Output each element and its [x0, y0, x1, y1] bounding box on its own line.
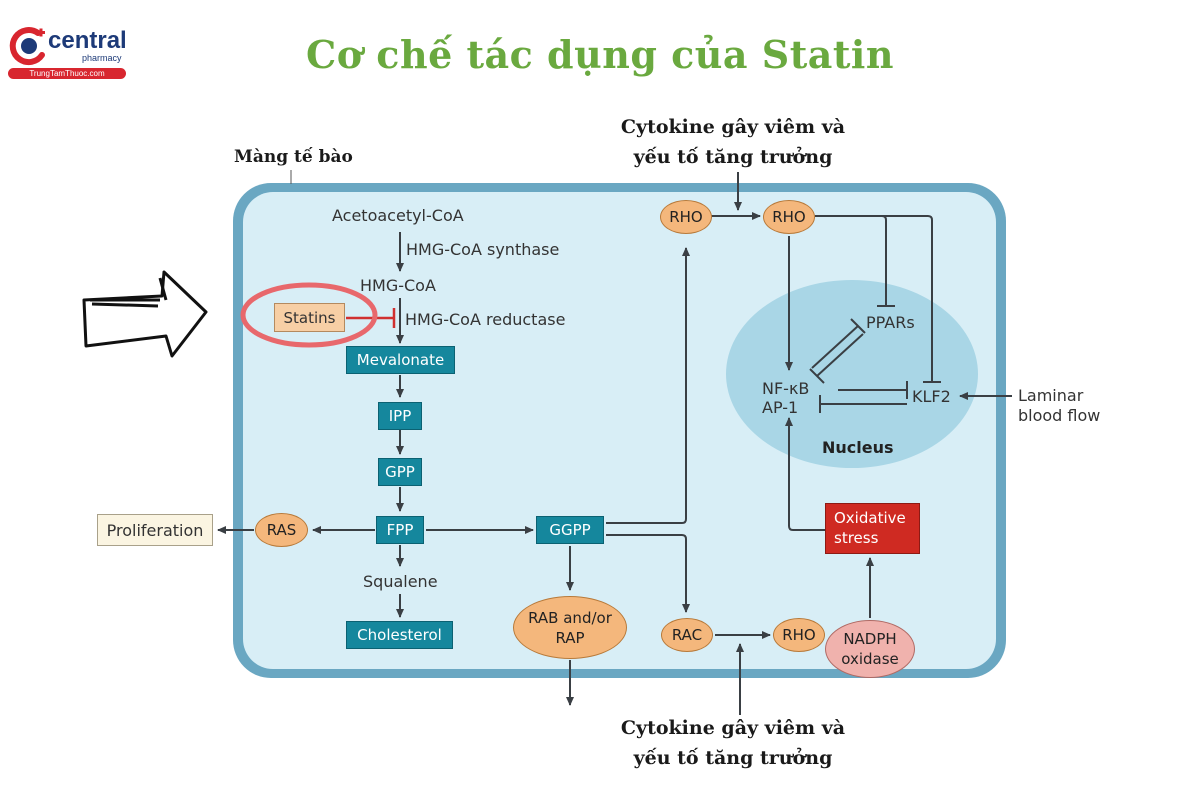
cytokine-bottom-label: Cytokine gây viêm và yếu tố tăng trưởng: [608, 713, 858, 773]
laminar-line2: blood flow: [1018, 406, 1101, 425]
arrow-ggpp-rho: [606, 247, 690, 524]
logo-url: TrungTamThuoc.com: [8, 68, 126, 79]
rac-oval: RAC: [661, 618, 713, 652]
rab-rap-oval: RAB and/or RAP: [513, 596, 627, 659]
inhibit-nfkb-ppars: [811, 325, 859, 369]
statins-highlight-circle: [240, 282, 378, 348]
ap1-label: AP-1: [762, 398, 799, 417]
membrane-label: Màng tế bào: [234, 147, 353, 167]
gpp-box: GPP: [378, 458, 422, 486]
ras-oval: RAS: [255, 513, 308, 547]
acetoacetyl-coa-label: Acetoacetyl-CoA: [332, 206, 464, 225]
ggpp-box: GGPP: [536, 516, 604, 544]
laminar-line1: Laminar: [1018, 386, 1084, 405]
nfkb-label: NF-κB: [762, 379, 810, 398]
inhibit-ppars-nfkb: [816, 333, 864, 377]
hand-drawn-arrow-icon: [82, 270, 208, 358]
cholesterol-box: Cholesterol: [346, 621, 453, 649]
nadph-label: NADPH: [843, 630, 897, 648]
stress-label: stress: [834, 529, 879, 547]
hmgcoa-synthase-label: HMG-CoA synthase: [406, 240, 560, 259]
proliferation-box: Proliferation: [97, 514, 213, 546]
cytokine-top-line2: yếu tố tăng trưởng: [633, 146, 833, 168]
cytokine-top-line1: Cytokine gây viêm và: [620, 116, 846, 138]
rab-label: RAB and/or: [528, 608, 612, 627]
cytokine-top-label: Cytokine gây viêm và yếu tố tăng trưởng: [608, 112, 858, 172]
cytokine-bottom-line1: Cytokine gây viêm và: [620, 717, 846, 739]
ipp-box: IPP: [378, 402, 422, 430]
inhibit-bar-ppars-2: [850, 318, 866, 334]
rho-oval-top-right: RHO: [763, 200, 815, 234]
hmgcoa-label: HMG-CoA: [360, 276, 436, 295]
rho-oval-top-left: RHO: [660, 200, 712, 234]
laminar-flow-label: Laminar blood flow: [1018, 386, 1100, 426]
oxidase-label: oxidase: [841, 650, 899, 668]
cytokine-bottom-line2: yếu tố tăng trưởng: [633, 747, 833, 769]
inhibit-bar-nfkb: [809, 368, 825, 384]
logo: [6, 20, 131, 82]
logo-mark-icon: [9, 27, 45, 66]
fpp-box: FPP: [376, 516, 424, 544]
logo-subtitle: pharmacy: [82, 53, 122, 63]
arrow-oxidative-nfkb: [785, 417, 825, 531]
statins-box: Statins: [274, 303, 345, 332]
rap-label: RAP: [555, 628, 585, 647]
mevalonate-box: Mevalonate: [346, 346, 455, 374]
inhibit-rho-klf2: [815, 215, 933, 382]
squalene-label: Squalene: [363, 572, 438, 591]
nadph-oxidase-oval: NADPH oxidase: [825, 620, 915, 678]
ppars-label: PPARs: [866, 313, 915, 332]
klf2-label: KLF2: [912, 387, 951, 406]
arrow-ggpp-rac: [606, 534, 690, 613]
logo-name: central: [48, 27, 127, 54]
oxidative-label: Oxidative: [834, 509, 906, 527]
rho-oval-bottom: RHO: [773, 618, 825, 652]
page-title: Cơ chế tác dụng của Statin: [305, 32, 894, 77]
hmgcoa-reductase-label: HMG-CoA reductase: [405, 310, 566, 329]
nucleus-label: Nucleus: [822, 438, 894, 457]
oxidative-stress-box: Oxidative stress: [825, 503, 920, 554]
